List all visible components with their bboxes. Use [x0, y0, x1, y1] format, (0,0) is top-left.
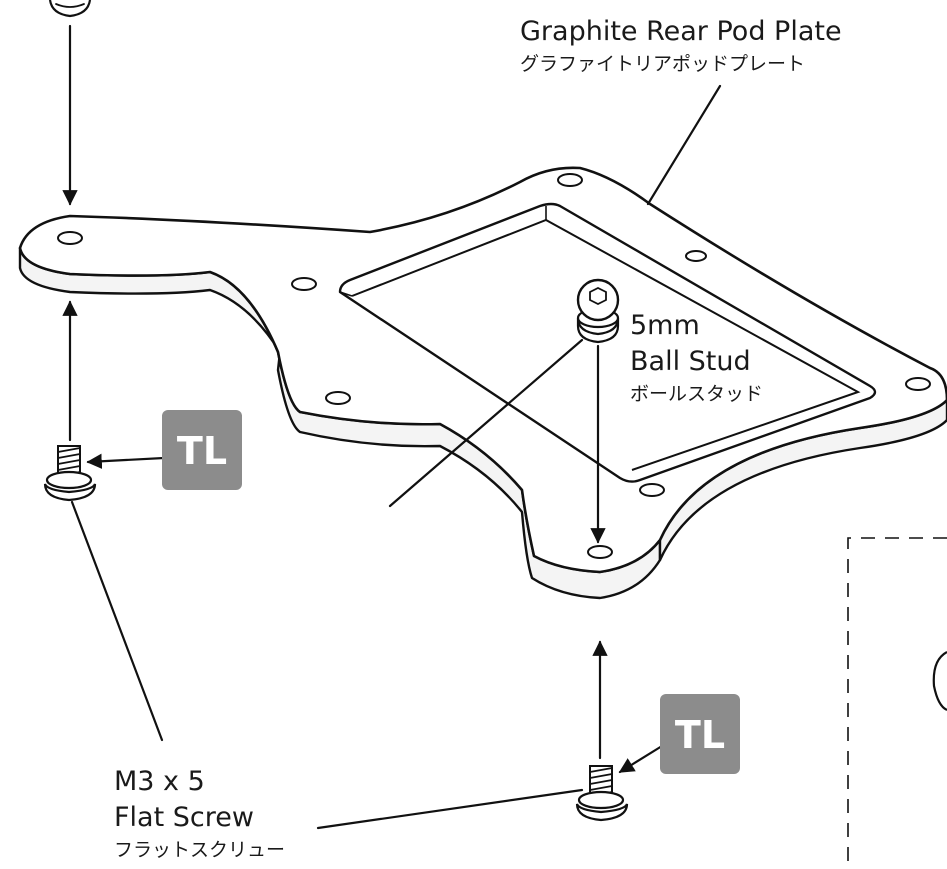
- plate-label-en: Graphite Rear Pod Plate: [520, 16, 842, 47]
- screw-label-jp: フラットスクリュー: [114, 839, 285, 861]
- plate-cutout-top: [338, 202, 877, 483]
- screw-bottom-thread-lines: [589, 767, 613, 797]
- flat-screw-left: [43, 445, 97, 502]
- screw-label-size: M3 x 5: [114, 766, 205, 797]
- arrow-tl-bottom: [618, 744, 664, 774]
- screw-left-head-top: [45, 470, 93, 490]
- arrow-tl-left: [86, 453, 166, 469]
- tl-badge-left-bg: [162, 410, 242, 490]
- ball-stud-label-jp: ボールスタッド: [630, 383, 763, 405]
- label-plate: Graphite Rear Pod Plate グラファイトリアポッドプレート: [520, 16, 842, 75]
- plate-cutout-edge: [339, 206, 547, 297]
- screw-top-head: [48, 0, 92, 18]
- detail-box-border: [847, 537, 947, 869]
- ball-stud-base: [576, 317, 620, 344]
- screw-bottom-head: [575, 803, 629, 822]
- ball-stud-label-en: Ball Stud: [630, 346, 751, 377]
- flat-screw-bottom: [575, 765, 629, 822]
- leader-ball-stud: [388, 338, 584, 508]
- plate-holes: [57, 173, 931, 559]
- hole-top-right: [685, 250, 707, 262]
- plate-label-jp: グラファイトリアポッドプレート: [520, 53, 805, 75]
- hole-left-wing: [57, 231, 83, 245]
- ball-stud-label-size: 5mm: [630, 310, 700, 341]
- hole-lower-middle: [639, 483, 665, 497]
- screw-top-head-inner: [55, 3, 85, 8]
- hole-lower-left: [325, 391, 351, 405]
- hole-top: [557, 173, 583, 187]
- screw-label-en: Flat Screw: [114, 802, 254, 833]
- hole-right: [905, 377, 931, 391]
- hole-bottom: [587, 545, 613, 559]
- leader-plate: [646, 84, 722, 206]
- leader-screw-bottom: [316, 788, 584, 830]
- assembly-arrows: [62, 24, 664, 774]
- plate-cutout-inner-wall: [351, 218, 861, 471]
- flat-screw-top-cropped: [48, 0, 92, 18]
- hole-left-inner: [291, 277, 317, 291]
- detail-box-part-fragment: [932, 651, 947, 712]
- graphite-rear-pod-plate: [18, 166, 947, 600]
- screw-bottom-head-top: [577, 790, 625, 810]
- threadlock-badge-bottom: TL: [660, 694, 740, 774]
- ball-stud-ball: [576, 278, 620, 322]
- leader-screw-left: [70, 500, 164, 742]
- label-screw: M3 x 5 Flat Screw フラットスクリュー: [114, 766, 285, 861]
- tl-badge-left-text: TL: [177, 429, 227, 473]
- label-ball-stud: 5mm Ball Stud ボールスタッド: [630, 310, 763, 405]
- screw-left-head: [43, 483, 97, 502]
- screw-left-thread-lines: [57, 447, 81, 477]
- tl-badge-bottom-bg: [660, 694, 740, 774]
- detail-box-cropped: [847, 537, 947, 869]
- tl-badge-bottom-text: TL: [675, 713, 725, 757]
- ball-stud: [576, 278, 620, 344]
- threadlock-badge-left: TL: [162, 410, 242, 490]
- ball-stud-hex-socket: [589, 286, 607, 306]
- leader-lines: [70, 84, 722, 830]
